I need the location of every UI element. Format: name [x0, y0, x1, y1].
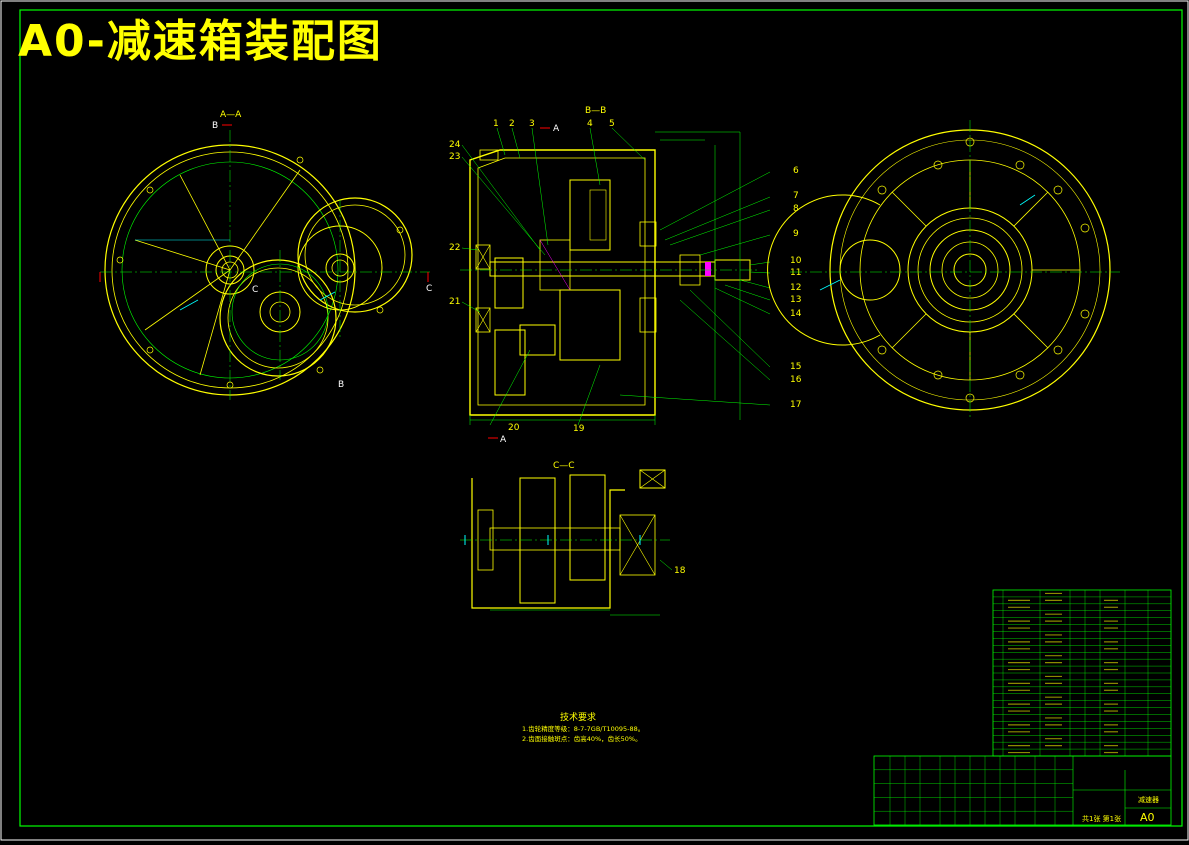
- view-aa-b-mark: B: [212, 121, 218, 131]
- part-number: 17: [790, 400, 801, 410]
- part-labels-bottom: 20 19: [508, 423, 585, 434]
- part-number: 16: [790, 375, 802, 385]
- part-number: 24: [449, 140, 461, 150]
- part-number: 12: [790, 283, 801, 293]
- title-block-sheet-count: 共1张 第1张: [1082, 814, 1121, 823]
- view-end: [767, 120, 1120, 420]
- part-number: 7: [793, 191, 799, 201]
- technical-requirements: 技术要求 1.齿轮精度等级：8-7-7GB/T10095-88。 2.齿面接触斑…: [522, 711, 644, 743]
- part-number: 8: [793, 204, 799, 214]
- tech-requirements-heading: 技术要求: [560, 711, 596, 723]
- view-aa-c-inner: C: [252, 285, 258, 295]
- part-number: 5: [609, 119, 615, 129]
- view-aa-label: A—A: [220, 110, 242, 120]
- part-labels-top: 1 2 3 4 5: [493, 119, 615, 129]
- tech-requirement-line: 2.齿面接触斑点：齿高40%，齿长50%。: [522, 734, 642, 743]
- part-number: 11: [790, 268, 801, 278]
- part-number: 13: [790, 295, 801, 305]
- part-number: 23: [449, 152, 460, 162]
- tech-requirement-line: 1.齿轮精度等级：8-7-7GB/T10095-88。: [522, 724, 644, 733]
- part-number: 3: [529, 119, 535, 129]
- part-number: 6: [793, 166, 799, 176]
- view-cc-label: C—C: [553, 461, 575, 471]
- title-block-drawing-name: 减速器: [1138, 795, 1159, 804]
- drawing-title: A0-减速箱装配图: [18, 16, 383, 67]
- part-number: 9: [793, 229, 799, 239]
- part-number: 4: [587, 119, 593, 129]
- part-labels-left: 24 23 22 21: [449, 140, 461, 307]
- view-bb: B—B A A: [449, 106, 802, 445]
- part-number: 2: [509, 119, 515, 129]
- part-labels-right: 6 7 8 9 10 11 12 13 14 15 16 17: [790, 166, 802, 410]
- view-aa-c-right: C: [426, 284, 432, 294]
- view-aa: A—A B: [99, 110, 432, 400]
- part-number: 19: [573, 424, 585, 434]
- part-number: 22: [449, 243, 460, 253]
- parts-list-table: [992, 589, 1172, 757]
- view-bb-a-bottom: A: [500, 435, 507, 445]
- inner-frame: [19, 9, 1183, 827]
- view-aa-b-lower: B: [338, 380, 344, 390]
- part-number: 21: [449, 297, 460, 307]
- cc-part-number: 18: [674, 566, 686, 576]
- view-bb-label: B—B: [585, 106, 606, 116]
- part-number: 15: [790, 362, 801, 372]
- part-number: 1: [493, 119, 499, 129]
- part-number: 14: [790, 309, 802, 319]
- view-bb-a-top: A: [553, 124, 560, 134]
- part-number: 10: [790, 256, 802, 266]
- title-block: 减速器 A0 共1张 第1张: [873, 755, 1172, 826]
- view-cc: C—C 18: [460, 461, 686, 616]
- title-block-sheet-size: A0: [1140, 811, 1155, 824]
- part-number: 20: [508, 423, 520, 433]
